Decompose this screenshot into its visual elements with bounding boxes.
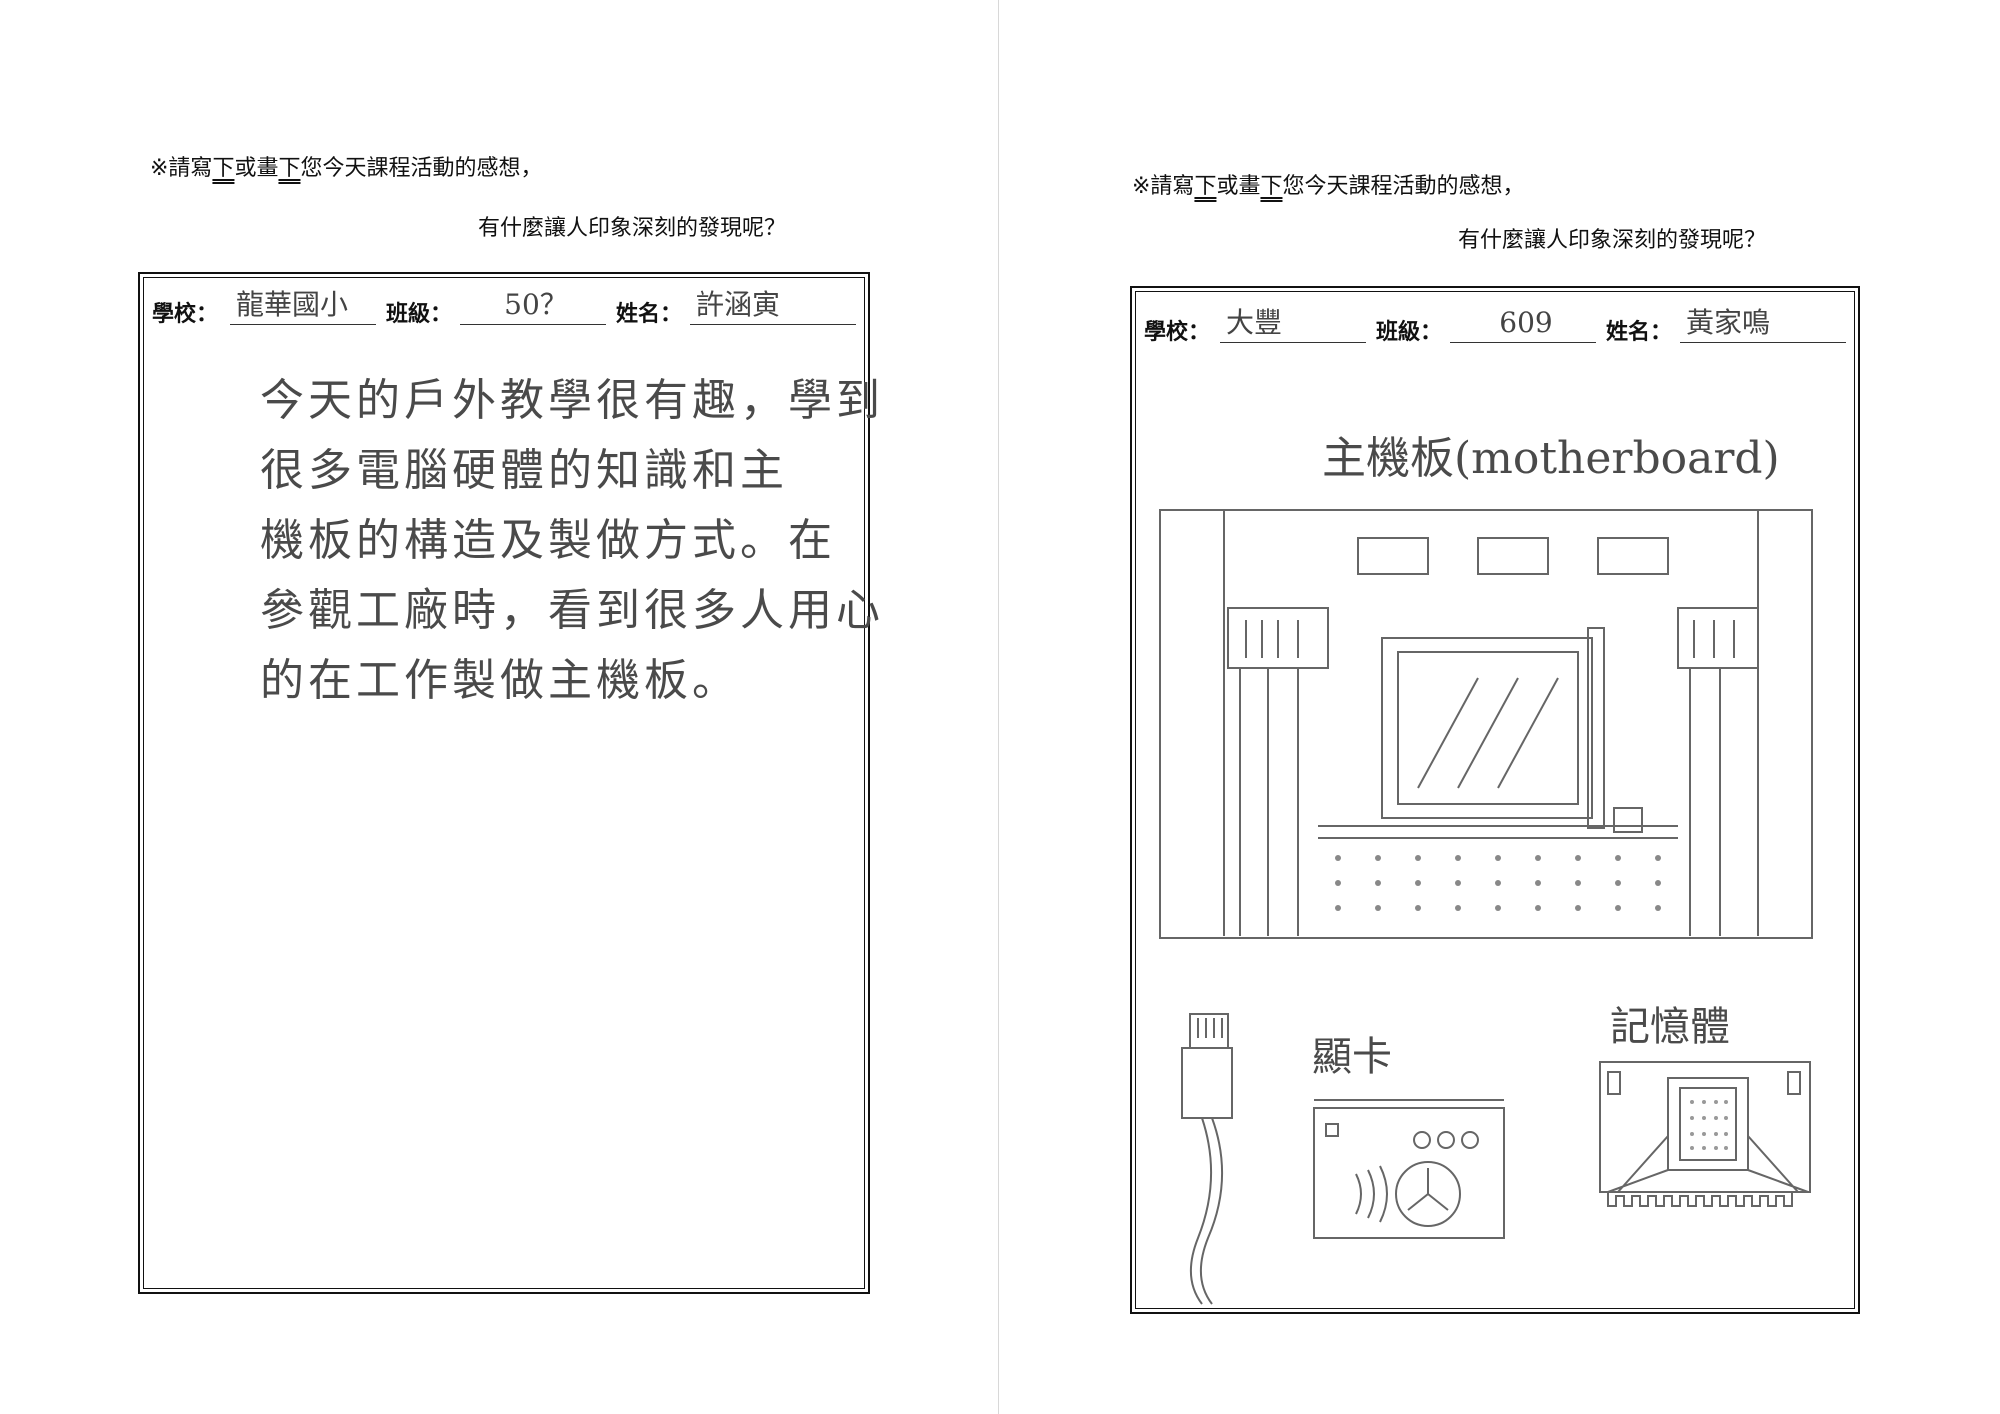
name-field[interactable]: 許涵寅 — [690, 288, 856, 325]
prompt-or: 或畫 — [234, 156, 279, 181]
school-field[interactable]: 大豐 — [1220, 306, 1366, 343]
school-label: 學校： — [1144, 320, 1211, 345]
response-card: 學校： 龍華國小 班級： 50？ 姓名： 許涵寅 今天的戶外教學很有趣，學到 很… — [138, 272, 880, 1294]
class-label: 班級： — [386, 302, 453, 327]
class-label: 班級： — [1376, 320, 1443, 345]
prompt-rest: 您今天課程活動的感想， — [1282, 174, 1525, 199]
school-field[interactable]: 龍華國小 — [230, 288, 376, 325]
school-label: 學校： — [152, 302, 219, 327]
memory-label: 記憶體 — [1610, 1004, 1730, 1050]
prompt-or: 或畫 — [1216, 174, 1261, 199]
motherboard-sketch-icon — [1159, 509, 1813, 939]
prompt-question-line2: 有什麼讓人印象深刻的發現呢？ — [1458, 228, 1767, 253]
essay-line-2: 很多電腦硬體的知識和主 — [260, 445, 788, 496]
prompt-question-line1: ※請寫下或畫下您今天課程活動的感想， — [150, 150, 543, 182]
right-worksheet: ※請寫下或畫下您今天課程活動的感想， 有什麼讓人印象深刻的發現呢？ 學校： 大豐… — [1002, 0, 1992, 1414]
prompt-write-underlined: 下 — [1194, 174, 1217, 199]
essay-line-1: 今天的戶外教學很有趣，學到 — [260, 375, 884, 426]
prompt-prefix: ※請寫 — [1132, 174, 1195, 199]
prompt-question-line2: 有什麼讓人印象深刻的發現呢？ — [478, 216, 787, 241]
prompt-rest: 您今天課程活動的感想， — [300, 156, 543, 181]
drawing-title: 主機板(motherboard) — [1322, 433, 1780, 484]
essay-line-5: 的在工作製做主機板。 — [260, 655, 740, 706]
prompt-draw-underlined: 下 — [278, 156, 301, 181]
left-worksheet: ※請寫下或畫下您今天課程活動的感想， 有什麼讓人印象深刻的發現呢？ 學校： 龍華… — [0, 0, 990, 1414]
class-field[interactable]: 50？ — [460, 288, 606, 325]
page-divider — [998, 0, 999, 1414]
cable-plug-sketch-icon — [1181, 1013, 1233, 1305]
name-field[interactable]: 黃家鳴 — [1680, 306, 1846, 343]
memory-chip-sketch-icon — [1599, 1061, 1811, 1207]
graphics-card-sketch-icon — [1313, 1099, 1505, 1239]
prompt-prefix: ※請寫 — [150, 156, 213, 181]
prompt-draw-underlined: 下 — [1260, 174, 1283, 199]
prompt-question-line1: ※請寫下或畫下您今天課程活動的感想， — [1132, 168, 1525, 200]
response-card: 學校： 大豐 班級： 609 姓名： 黃家鳴 主機板(motherboard) — [1130, 286, 1860, 1314]
name-label: 姓名： — [1606, 320, 1673, 345]
prompt-write-underlined: 下 — [212, 156, 235, 181]
essay-line-4: 參觀工廠時，看到很多人用心 — [260, 585, 884, 636]
class-field[interactable]: 609 — [1450, 306, 1596, 343]
essay-line-3: 機板的構造及製做方式。在 — [260, 515, 836, 566]
graphics-card-label: 顯卡 — [1312, 1034, 1392, 1080]
name-label: 姓名： — [616, 302, 683, 327]
